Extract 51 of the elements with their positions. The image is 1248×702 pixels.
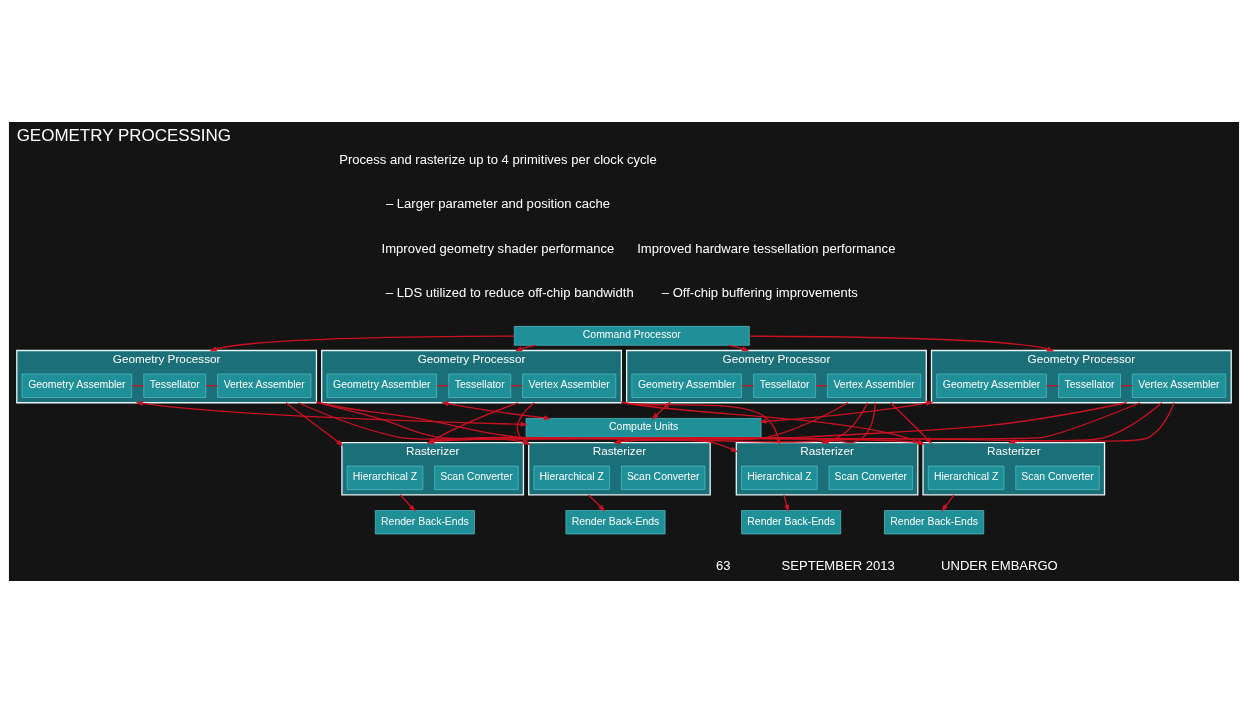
node-box: Compute Units [525,417,762,438]
node-box: Tessellator [143,373,207,398]
arrow [209,335,515,351]
arrow [587,493,606,512]
node-box: Render Back-Ends [374,509,475,534]
label: Improved geometry shader performance [381,240,615,256]
arrow [759,400,934,424]
node-box: Hierarchical Z [346,465,424,490]
label: UNDER EMBARGO [941,557,1058,573]
node-box: Scan Converter [1015,465,1100,490]
label: SEPTEMBER 2013 [781,557,895,573]
arrow [941,493,955,512]
node-box: Render Back-Ends [741,509,842,534]
label: – LDS utilized to reduce off-chip bandwidth [385,284,634,300]
label: – Larger parameter and position cache [385,195,611,211]
arrow [783,493,790,512]
label: Process and rasterize up to 4 primitives per clock cycle [339,151,657,167]
diagram-title: GEOMETRY PROCESSING [16,125,232,145]
node-box: Render Back-Ends [565,509,666,534]
arrow [135,400,528,427]
node-box: Vertex Assembler [522,373,617,398]
node-box: Geometry Assembler [936,373,1047,398]
node-box: Geometry Assembler [631,373,742,398]
arrow [399,493,416,512]
arrow [748,335,1055,351]
node-box: Tessellator [448,373,512,398]
node-box: Vertex Assembler [217,373,312,398]
arrow [651,400,671,420]
arrow [728,344,750,351]
node-box: Vertex Assembler [827,373,922,398]
label: 63 [715,557,731,573]
node-box: Command Processor [514,325,750,346]
node-box: Scan Converter [828,465,913,490]
node-box: Hierarchical Z [533,465,610,490]
label: – Off-chip buffering improvements [661,284,858,300]
arrow [821,401,876,443]
arrow [441,400,552,420]
node-box: Geometry Assembler [326,373,437,398]
node-box: Scan Converter [621,465,706,490]
node-box: Tessellator [753,373,816,398]
node-box: Render Back-Ends [884,509,985,534]
label: Improved hardware tessellation performance [637,240,896,256]
node-box: Vertex Assembler [1131,373,1226,398]
node-box: Tessellator [1058,373,1121,398]
arrow [1007,401,1175,444]
node-box: Hierarchical Z [741,465,818,490]
arrow [285,401,344,446]
node-box: Scan Converter [434,465,519,490]
node-box: Hierarchical Z [927,465,1005,490]
arrow [315,400,739,452]
node-box: Geometry Assembler [21,373,133,398]
